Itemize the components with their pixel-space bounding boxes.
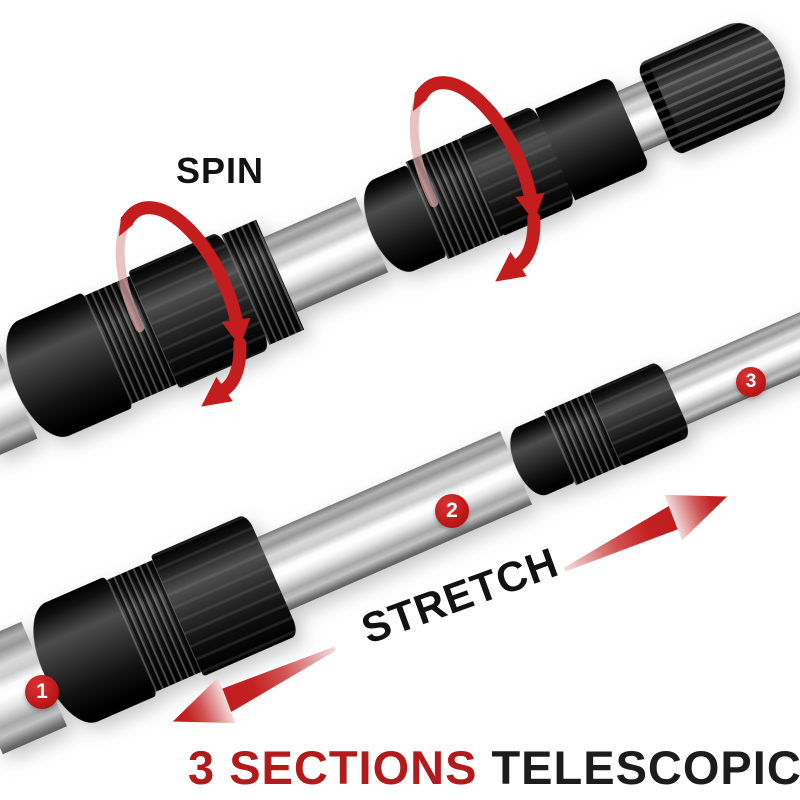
section-badge-3: 3 (736, 367, 766, 397)
title-sections-part: 3 SECTIONS (188, 741, 478, 794)
section-badge-2: 2 (435, 494, 469, 528)
stretch-direction-arrow-right-icon (550, 466, 741, 590)
section-badge-number: 1 (36, 680, 48, 703)
section-badge-1: 1 (25, 675, 59, 709)
stretch-direction-arrow-left-icon (160, 628, 351, 752)
tube-section-silver (663, 277, 800, 425)
section-badge-number: 3 (745, 371, 757, 392)
spin-rotation-arrow-icon (361, 37, 587, 313)
title-type-part: TELESCOPIC (491, 741, 800, 794)
spin-label: SPIN (176, 150, 265, 191)
section-badge-number: 2 (446, 499, 458, 522)
spin-rotation-arrow-icon (67, 162, 293, 438)
